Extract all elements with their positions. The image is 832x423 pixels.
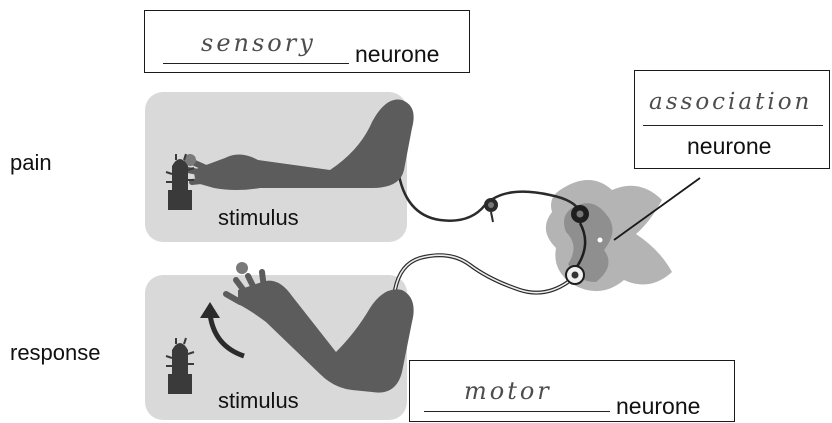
motor-cell-nucleus — [572, 272, 579, 279]
sensory-answer: sensory — [201, 29, 316, 57]
sensory-cell-nucleus — [488, 202, 494, 208]
association-answer-line — [643, 125, 823, 126]
association-cell-nucleus — [577, 211, 584, 218]
sensory-answer-line — [163, 63, 349, 64]
association-neurone-box: association neurone — [634, 70, 830, 169]
motor-neurone-text: neurone — [616, 393, 700, 420]
stimulus-label-bottom: stimulus — [218, 388, 299, 414]
central-canal — [598, 238, 603, 243]
sensory-neurone-box: sensory neurone — [144, 10, 470, 73]
motor-answer-line — [424, 411, 610, 412]
pain-label: pain — [10, 150, 52, 176]
association-neurone-text: neurone — [687, 133, 771, 160]
response-label: response — [10, 340, 101, 366]
sensory-ganglion-stalk — [491, 212, 493, 222]
motor-answer: motor — [464, 377, 552, 405]
sensory-neurone-text: neurone — [355, 41, 439, 68]
bottom-touch-point — [236, 262, 248, 274]
stimulus-label-top: stimulus — [218, 205, 299, 231]
association-answer: association — [649, 89, 812, 115]
motor-neurone-box: motor neurone — [409, 360, 735, 422]
